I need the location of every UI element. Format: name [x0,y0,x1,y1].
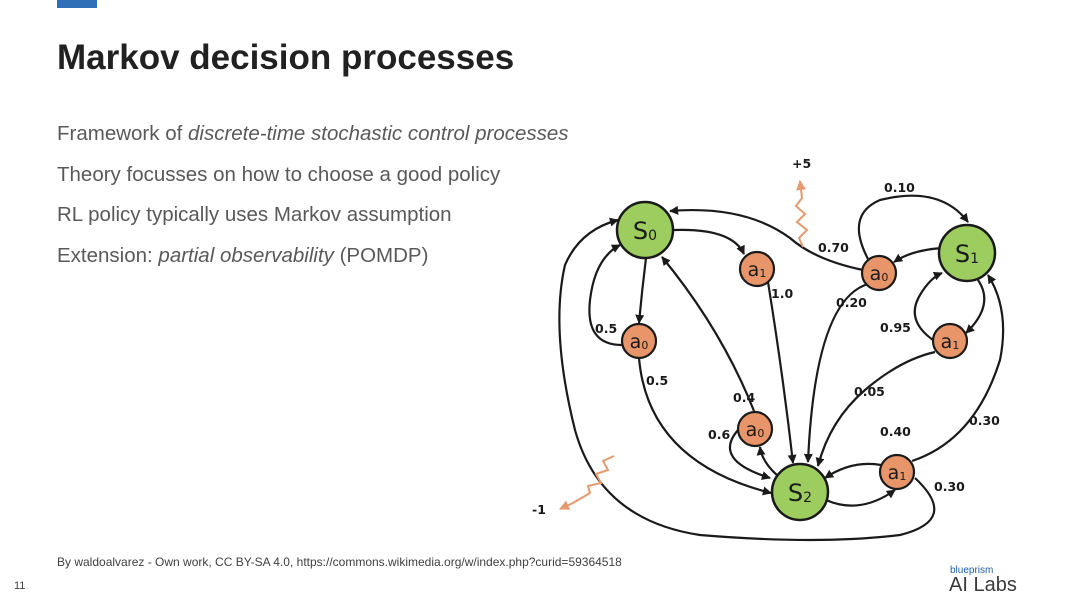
label-S1a1-S1: 0.95 [880,320,911,335]
edge-S2-S2a0 [756,446,779,477]
logo-brand: blueprism [950,565,994,576]
accent-bar [57,0,97,8]
action-node-s0-a1: a1 [738,250,776,288]
edge-S2a1-S2 [824,462,882,479]
s2-sub: 2 [803,490,812,506]
bullet-list: Framework of discrete-time stochastic co… [57,120,569,282]
s0-a1-sub: 1 [759,267,766,280]
s1-a1-base: a [941,331,953,353]
label-S1a0-S2: 0.20 [836,295,867,310]
bullet-3: RL policy typically uses Markov assumpti… [57,201,569,242]
label-S2a0-S0: 0.4 [733,390,755,405]
s1-base: S [955,240,970,268]
bullet-1: Framework of discrete-time stochastic co… [57,120,569,161]
edge-S1a0-S0 [669,205,864,272]
edge-S0-S0a1 [673,228,745,255]
nodes: S0 S1 S2 a0 a1 a0 a1 a0 [615,200,997,522]
s1-a0-sub: 0 [881,271,888,284]
action-node-s0-a0: a0 [620,322,658,360]
svg-text:a1: a1 [941,331,960,353]
bullet-2-text: Theory focusses on how to choose a good … [57,162,501,186]
edge-labels: 1.0 0.5 0.5 0.70 0.10 0.20 0.95 0.05 0.4… [595,180,1000,494]
label-S0a1-S2: 1.0 [771,286,793,301]
page-number: 11 [14,580,26,592]
label-S1a1-S2: 0.05 [854,384,885,399]
svg-text:a1: a1 [888,462,907,484]
label-S0a0-S0: 0.5 [595,321,617,336]
s2-a1-sub: 1 [899,470,906,483]
edge-S1-S1a1 [965,279,986,334]
bullet-3-text: RL policy typically uses Markov assumpti… [57,203,452,226]
state-node-s2: S2 [770,462,830,522]
edge-S1a1-S1 [913,271,943,341]
s2-a0-sub: 0 [757,427,764,440]
s0-a0-sub: 0 [641,339,648,352]
logo-subtitle: AI Labs [949,574,1017,596]
svg-text:S1: S1 [955,240,979,268]
s2-a1-base: a [888,462,900,484]
svg-text:a1: a1 [748,259,767,281]
bullet-4: Extension: partial observability (POMDP) [57,242,569,283]
action-node-s2-a0: a0 [736,410,774,448]
reward-plus5-arrow [794,180,809,248]
edge-S2a0-S0 [661,256,756,412]
bullet-1-emphasis: discrete-time stochastic control process… [188,122,569,145]
s0-a1-base: a [748,259,760,281]
s1-a0-base: a [870,263,882,285]
bullet-4-suffix: (POMDP) [333,243,429,267]
blueprism-logo: blueprism AI Labs [949,565,1017,597]
edge-S0a0-S0 [588,244,623,347]
state-node-s1: S1 [937,223,997,283]
action-node-s2-a1: a1 [878,453,916,491]
edges [558,194,1005,542]
label-S2a0-S2: 0.6 [708,427,730,442]
s2-base: S [788,479,803,507]
edge-S2a1-S1 [911,274,1005,463]
svg-text:S0: S0 [633,217,657,245]
edge-S1a1-S2 [815,350,936,467]
reward-minus1-arrow [559,455,615,510]
label-S1a0-S0: 0.70 [818,240,849,255]
reward-plus5-label: +5 [792,156,811,171]
edge-S0-S0a0 [635,257,648,324]
state-node-s0: S0 [615,200,675,260]
s1-a1-sub: 1 [952,339,959,352]
reward-minus1-label: -1 [532,502,546,517]
action-node-s1-a0: a0 [860,254,898,292]
edge-S1-S1a0 [893,246,943,263]
edge-S0a1-S2 [766,281,797,464]
bullet-4-emphasis: partial observability [158,243,334,267]
edge-S1a0-S1 [857,194,969,260]
label-S2a1-S1: 0.30 [969,413,1000,428]
svg-text:S2: S2 [788,479,812,507]
label-S2a1-S2: 0.40 [880,424,911,439]
s0-sub: 0 [648,228,657,244]
edge-S2-S2a1 [825,489,896,507]
label-S2a1-S0: 0.30 [934,479,965,494]
label-S0a0-S2: 0.5 [646,373,668,388]
svg-text:a0: a0 [870,263,889,285]
s2-a0-base: a [746,419,758,441]
bullet-1-text: Framework of [57,122,188,145]
s0-base: S [633,217,648,245]
s0-a0-base: a [630,331,642,353]
bullet-4-text: Extension: [57,243,159,267]
s1-sub: 1 [970,251,979,267]
slide-title: Markov decision processes [57,38,515,77]
edge-S1a0-S2 [803,282,869,463]
svg-text:a0: a0 [630,331,649,353]
edge-S0a0-S2 [637,357,772,496]
edge-S2a1-S0 [558,217,936,542]
edge-S2a0-S2 [728,429,771,480]
reward-arrows: +5 -1 [532,156,811,517]
image-credit: By waldoalvarez - Own work, CC BY-SA 4.0… [57,555,622,569]
action-node-s1-a1: a1 [931,322,969,360]
svg-text:a0: a0 [746,419,765,441]
bullet-2: Theory focusses on how to choose a good … [57,161,569,202]
label-S1a0-S1: 0.10 [884,180,915,195]
